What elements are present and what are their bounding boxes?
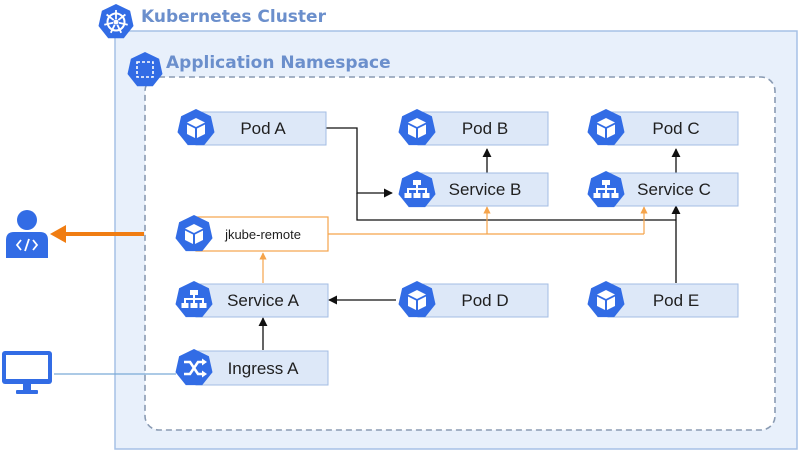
node-pod-a[interactable]: Pod A <box>177 109 327 146</box>
node-pod-d[interactable]: Pod D <box>398 281 549 318</box>
node-label: Pod E <box>653 291 699 310</box>
node-label: Service C <box>637 180 711 199</box>
node-label: jkube-remote <box>224 227 301 242</box>
node-pod-e[interactable]: Pod E <box>587 281 739 318</box>
namespace-title: Application Namespace <box>166 53 391 73</box>
node-service-c[interactable]: Service C <box>587 171 739 208</box>
namespace-icon <box>127 52 163 87</box>
node-pod-c[interactable]: Pod C <box>587 109 739 146</box>
node-label: Ingress A <box>228 359 300 378</box>
node-jkube-remote[interactable]: jkube-remote <box>175 215 329 252</box>
edge-pod-a-to-service-b <box>326 127 393 198</box>
node-label: Pod C <box>652 119 699 138</box>
node-service-a[interactable]: Service A <box>175 281 329 318</box>
developer-icon[interactable] <box>6 210 48 258</box>
node-label: Pod D <box>461 291 508 310</box>
kubernetes-helm-icon <box>98 4 134 39</box>
edge-pod-a-to-service-c <box>356 193 676 221</box>
node-label: Service B <box>449 180 522 199</box>
node-pod-b[interactable]: Pod B <box>398 109 549 146</box>
node-label: Pod A <box>240 119 286 138</box>
node-ingress-a[interactable]: Ingress A <box>174 347 329 387</box>
developer-arrowhead <box>50 225 66 243</box>
monitor-icon[interactable] <box>2 351 52 394</box>
namespace-container <box>144 76 776 431</box>
node-label: Pod B <box>462 119 508 138</box>
node-service-b[interactable]: Service B <box>398 171 549 208</box>
node-label: Service A <box>227 291 299 310</box>
cluster-title: Kubernetes Cluster <box>141 7 327 27</box>
